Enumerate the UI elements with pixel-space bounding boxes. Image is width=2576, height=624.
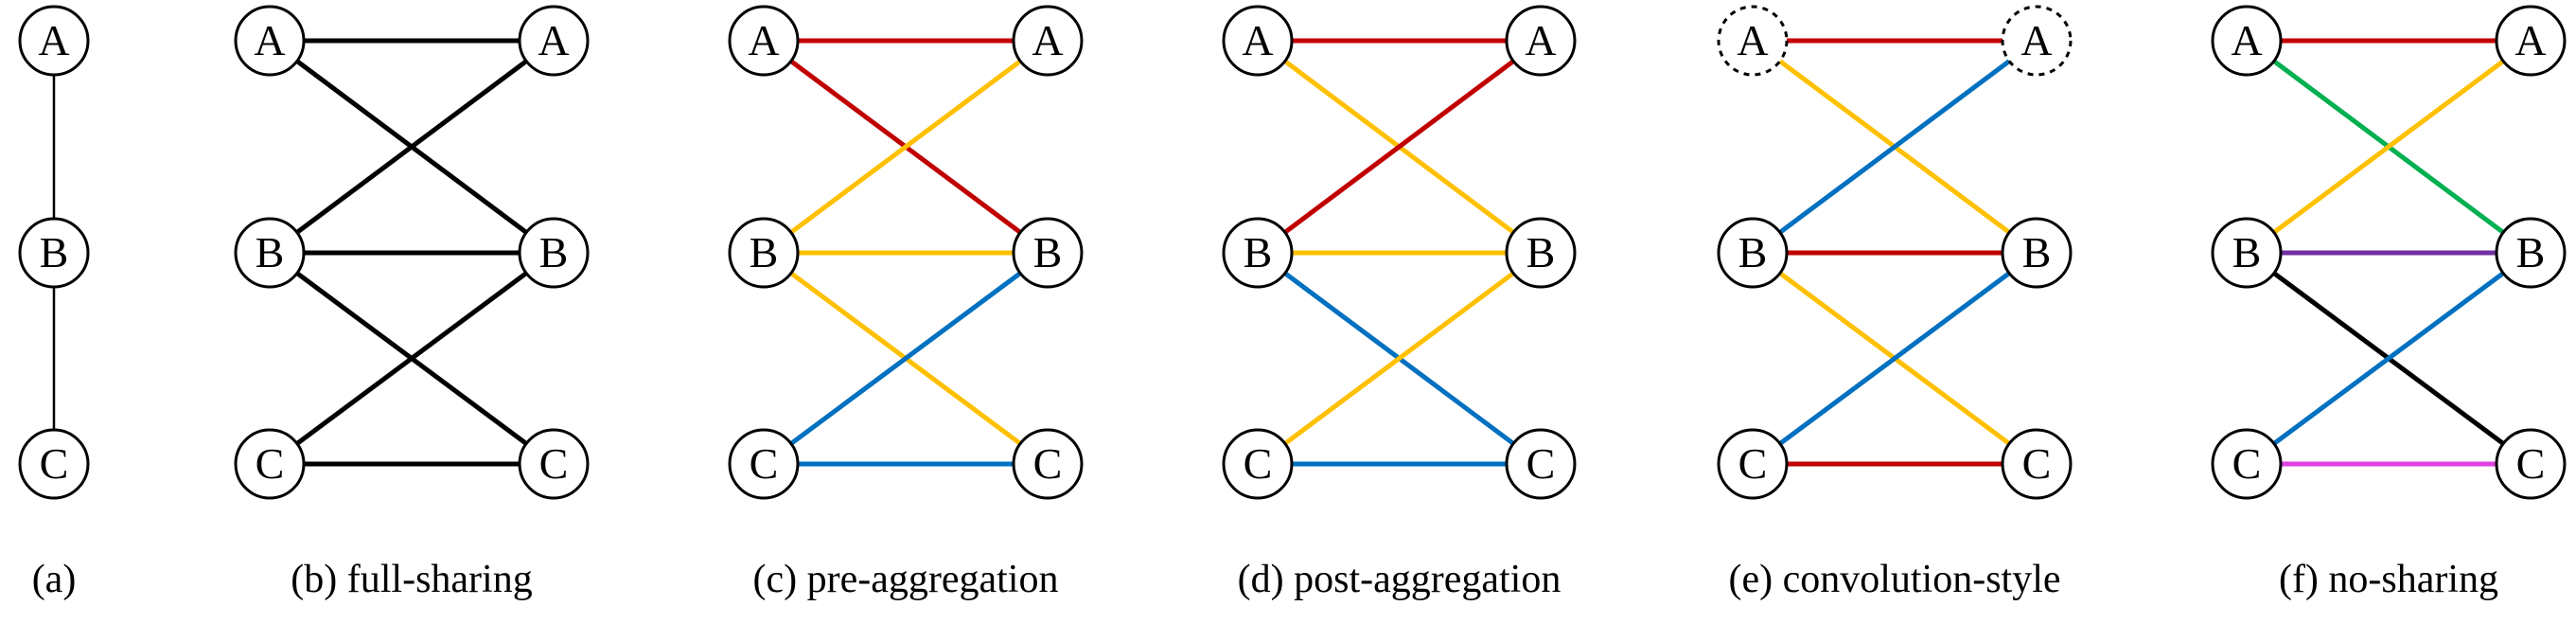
edge-lc-rb [1255, 250, 1544, 467]
panel-b: A B C A B C (b) full-sharing [234, 5, 590, 601]
node-label: C [1244, 439, 1273, 488]
panel-caption: (a) [32, 558, 77, 601]
node-label: A [1032, 16, 1063, 64]
node-label: A [1242, 16, 1273, 64]
node-label: A [2514, 16, 2546, 64]
panel-caption: (b) full-sharing [291, 558, 532, 601]
node-right-c [2001, 428, 2073, 500]
node-c [18, 428, 90, 500]
node-label: B [256, 228, 285, 276]
edge-lb-ra [761, 38, 1050, 256]
node-label: C [2232, 439, 2262, 488]
node-label: B [750, 228, 779, 276]
node-left-c [728, 428, 800, 500]
node-left-a [2211, 5, 2283, 77]
node-label: B [539, 228, 569, 276]
panel-caption: (f) no-sharing [2279, 558, 2498, 601]
node-right-b [1505, 217, 1577, 289]
node-left-b [1222, 217, 1294, 289]
node-label: C [256, 439, 285, 488]
node-label: B [1526, 228, 1556, 276]
node-label: A [748, 16, 779, 64]
node-a [18, 5, 90, 77]
node-label: C [40, 439, 69, 488]
node-label: A [538, 16, 569, 64]
node-label: B [40, 228, 69, 276]
panel-caption: (c) pre-aggregation [753, 558, 1059, 601]
edge-lc-rb [2244, 250, 2533, 467]
node-label: A [1525, 16, 1556, 64]
node-right-c [2495, 428, 2567, 500]
node-label: B [2232, 228, 2262, 276]
node-label: C [1738, 439, 1768, 488]
node-right-c [1012, 428, 1084, 500]
node-right-a [2495, 5, 2567, 77]
node-left-c [2211, 428, 2283, 500]
node-left-b [2211, 217, 2283, 289]
node-left-b [1717, 217, 1789, 289]
edge-lb-ra [1750, 38, 2039, 256]
node-label: B [1033, 228, 1063, 276]
node-label: C [1033, 439, 1063, 488]
node-left-b [234, 217, 306, 289]
node-right-c [1505, 428, 1577, 500]
node-right-a [1505, 5, 1577, 77]
edge-lc-rb [267, 250, 556, 467]
node-left-a [1222, 5, 1294, 77]
node-label: C [2516, 439, 2546, 488]
node-right-a [518, 5, 590, 77]
node-label: A [38, 16, 69, 64]
node-label: B [1244, 228, 1273, 276]
edge-lc-rb [1750, 250, 2039, 467]
node-left-c [1222, 428, 1294, 500]
node-right-b [518, 217, 590, 289]
panel-e: A B C A B C (e) convolution-style [1717, 5, 2073, 601]
node-label: C [1526, 439, 1556, 488]
node-right-c [518, 428, 590, 500]
node-right-b [2495, 217, 2567, 289]
node-label: B [2022, 228, 2052, 276]
panel-caption: (d) post-aggregation [1238, 558, 1561, 601]
node-left-b [728, 217, 800, 289]
node-label: B [1738, 228, 1768, 276]
panel-c: A B C A B C (c) pre-aggregation [728, 5, 1084, 601]
node-right-a [2001, 5, 2073, 77]
node-right-b [1012, 217, 1084, 289]
panel-f: A B C A B C (f) no-sharing [2211, 5, 2567, 601]
node-left-a [728, 5, 800, 77]
node-b [18, 217, 90, 289]
node-label: A [254, 16, 285, 64]
node-label: A [2231, 16, 2262, 64]
node-label: A [2020, 16, 2052, 64]
node-left-a [234, 5, 306, 77]
node-label: B [2516, 228, 2546, 276]
edge-lb-ra [267, 38, 556, 256]
panel-a: A B C (a) [18, 5, 90, 601]
edge-lb-ra [2244, 38, 2533, 256]
node-left-a [1717, 5, 1789, 77]
node-label: C [539, 439, 569, 488]
edge-lb-ra [1255, 38, 1544, 256]
node-left-c [1717, 428, 1789, 500]
node-label: A [1737, 16, 1768, 64]
panel-d: A B C A B C (d) post-aggregation [1222, 5, 1577, 601]
panel-caption: (e) convolution-style [1728, 558, 2060, 601]
node-right-a [1012, 5, 1084, 77]
node-label: C [2022, 439, 2052, 488]
edge-lc-rb [761, 250, 1050, 467]
node-right-b [2001, 217, 2073, 289]
node-left-c [234, 428, 306, 500]
node-label: C [750, 439, 779, 488]
